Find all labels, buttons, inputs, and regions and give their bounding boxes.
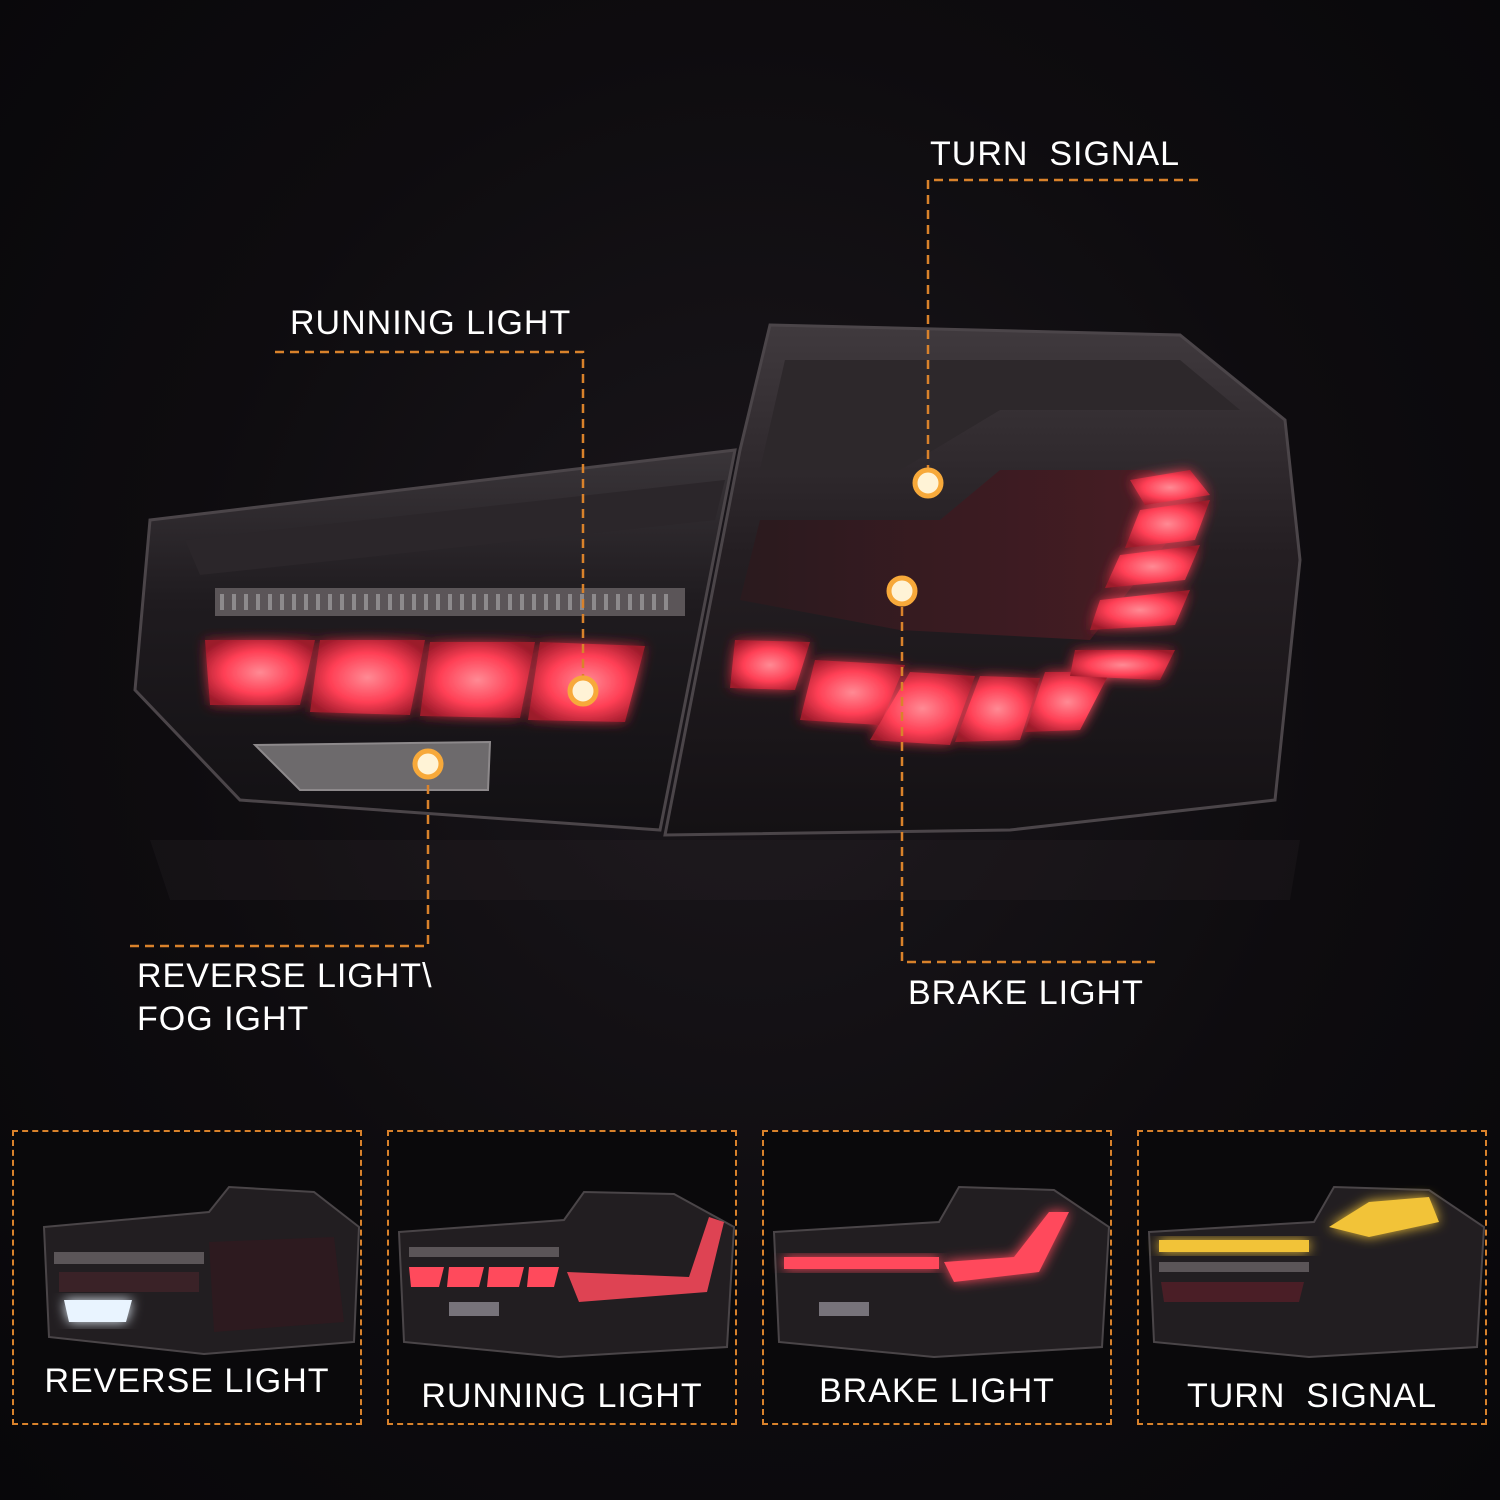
clear-led-dots (220, 594, 668, 610)
reverse-light-thumbnail (42, 1185, 360, 1356)
panel-running-light: RUNNING LIGHT (387, 1130, 737, 1425)
panel-label-turn-signal: TURN SIGNAL (1186, 1377, 1438, 1415)
panel-brake-light: BRAKE LIGHT (762, 1130, 1112, 1425)
callout-leaders (130, 178, 1198, 964)
brake-light-thumbnail (772, 1185, 1110, 1359)
tail-light-illustration (130, 178, 1302, 964)
turn-signal-thumbnail (1147, 1185, 1485, 1359)
panel-reverse-light: REVERSE LIGHT (12, 1130, 362, 1425)
panel-turn-signal: TURN SIGNAL (1137, 1130, 1487, 1425)
inner-red-leds (205, 640, 645, 722)
panel-label-running-light: RUNNING LIGHT (421, 1377, 703, 1415)
panel-label-reverse-light: REVERSE LIGHT (44, 1362, 330, 1400)
floor-reflection (150, 840, 1300, 900)
outer-red-leds (730, 470, 1210, 745)
callout-brake-light: BRAKE LIGHT (908, 974, 1144, 1012)
callout-reverse-fog-light: REVERSE LIGHT\ FOG IGHT (137, 957, 433, 1038)
callout-running-light: RUNNING LIGHT (290, 304, 572, 342)
callout-markers (412, 467, 944, 780)
callout-turn-signal: TURN SIGNAL (930, 135, 1181, 173)
running-light-thumbnail (397, 1190, 735, 1359)
panel-label-brake-light: BRAKE LIGHT (819, 1372, 1055, 1410)
